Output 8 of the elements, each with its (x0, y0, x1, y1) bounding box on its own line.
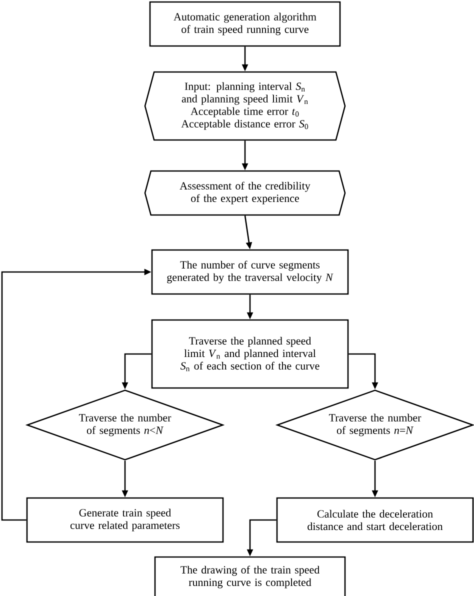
process-box: Automatic generation algorithm of train speed running curve (149, 1, 341, 47)
process-box: The drawing of the train speed running curve is completed (154, 556, 346, 596)
process-box: The number of curve segments generated by the traversal velocity N (151, 249, 349, 295)
process-box: Calculate the deceleration distance and start deceleration (276, 497, 474, 543)
input-hexagon: Assessment of the credibility of the expert experience (144, 170, 346, 216)
process-box: Generate train speed curve related parameters (26, 497, 224, 543)
input-hexagon: Input: planning interval S$_{n}$ and planning speed limit V$_{n}$ Acceptable time error t$_{0}$ Acceptable distance error S$_{0}$ (144, 71, 346, 141)
process-box: Traverse the planned speed limit V$_{n}$ and planned interval S$_{n}$ of each section of the curve (151, 319, 349, 389)
